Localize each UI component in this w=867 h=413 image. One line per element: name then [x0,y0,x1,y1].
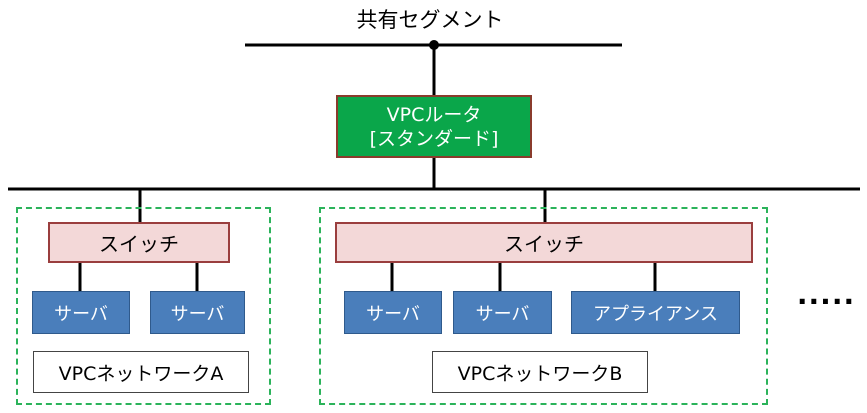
switch-b[interactable]: スイッチ [335,222,753,263]
server-b1[interactable]: サーバ [344,291,442,334]
vpc-network-a-label: VPCネットワークA [33,351,249,393]
server-b2[interactable]: サーバ [453,291,552,334]
router-name: VPCルータ [386,103,482,126]
more-networks-ellipsis: ····· [796,284,856,318]
appliance-b[interactable]: アプライアンス [571,291,740,334]
vpc-router-box[interactable]: VPCルータ [スタンダード] [336,95,532,158]
switch-a[interactable]: スイッチ [48,222,230,263]
shared-segment-label: 共有セグメント [356,8,504,32]
server-a2[interactable]: サーバ [150,291,245,334]
vpc-network-a-group [16,207,271,405]
server-a1[interactable]: サーバ [32,291,130,334]
vpc-network-b-group [319,207,768,405]
router-plan: [スタンダード] [369,127,499,150]
vpc-network-b-label: VPCネットワークB [432,351,648,393]
